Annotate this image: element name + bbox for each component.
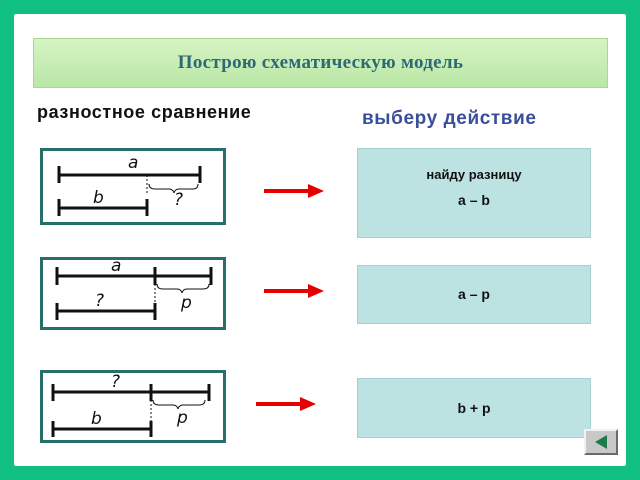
label-difference: p: [180, 293, 192, 313]
schema-3-svg: ? b p: [51, 373, 211, 437]
result-3-formula: b + p: [457, 400, 491, 416]
label-difference: p: [176, 408, 188, 428]
result-2-formula: a – p: [458, 286, 490, 302]
triangle-left-icon: [595, 435, 607, 449]
red-arrow-icon: [264, 284, 324, 298]
red-arrow-icon: [264, 184, 324, 198]
left-heading: разностное сравнение: [37, 102, 252, 122]
label-bottom: b: [93, 188, 104, 208]
red-arrow-icon: [256, 397, 316, 411]
difference-brace: [148, 183, 199, 194]
result-1-formula: a – b: [458, 192, 490, 208]
slide-title: Построю схематическую модель: [177, 52, 464, 73]
label-top: a: [111, 260, 121, 276]
label-top: ?: [111, 373, 120, 392]
result-1-caption: найду разницу: [426, 167, 522, 182]
label-bottom: b: [91, 409, 102, 429]
difference-brace: [156, 283, 210, 294]
schema-diagram-2: a ? p: [40, 257, 226, 330]
title-bar: Построю схематическую модель: [33, 38, 608, 88]
result-box-3: b + p: [357, 378, 591, 438]
label-difference: ?: [174, 190, 183, 210]
result-box-2: a – p: [357, 265, 591, 324]
result-box-1: найду разницу a – b: [357, 148, 591, 238]
label-top: a: [128, 153, 138, 173]
right-heading: выберу действие: [362, 108, 537, 129]
schema-diagram-3: ? b p: [40, 370, 226, 443]
difference-brace: [152, 399, 206, 410]
label-bottom: ?: [95, 291, 104, 311]
schema-1-svg: a b ?: [57, 153, 202, 216]
schema-diagram-1: a b ?: [40, 148, 226, 225]
back-button[interactable]: [584, 429, 618, 455]
schema-2-svg: a ? p: [55, 260, 213, 320]
